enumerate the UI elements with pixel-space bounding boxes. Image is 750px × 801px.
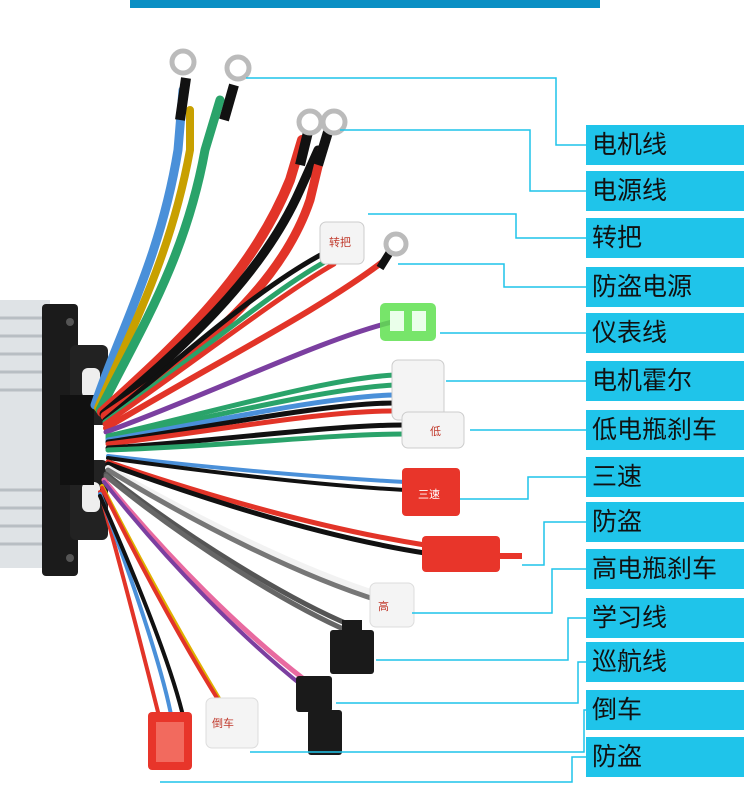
antitheft-bottom-connector [148, 712, 192, 770]
speed3-tag: 三速 [418, 488, 440, 501]
speed3-connector: 三速 [402, 468, 460, 516]
controller-end-cap [42, 304, 108, 576]
throttle-tag: 转把 [329, 235, 351, 249]
low-brake-connector: 低 [401, 411, 465, 449]
label-antitheft: 防盗 [586, 502, 744, 542]
high-brake-connector: 高 [369, 582, 415, 628]
label-motor-hall: 电机霍尔 [586, 361, 744, 401]
label-high-brake: 高电瓶刹车 [586, 549, 744, 589]
leader-lines [160, 77, 586, 783]
reverse-connector: 倒车 [205, 697, 259, 749]
low-brake-tag: 低 [430, 425, 441, 438]
throttle-connector: 转把 [319, 221, 365, 265]
label-power-wire: 电源线 [586, 171, 744, 211]
high-brake-tag: 高 [378, 599, 389, 613]
label-reverse: 倒车 [586, 690, 744, 730]
cruise-connector [296, 676, 342, 755]
label-cruise-wire: 巡航线 [586, 642, 744, 682]
meter-connector [380, 303, 436, 341]
wire-bundle [90, 85, 428, 722]
label-meter-wire: 仪表线 [586, 313, 744, 353]
controller-heatsink [0, 300, 50, 568]
label-antitheft-power: 防盗电源 [586, 267, 744, 307]
label-learning-wire: 学习线 [586, 598, 744, 638]
label-throttle: 转把 [586, 218, 744, 258]
reverse-tag: 倒车 [212, 716, 234, 730]
label-motor-wire: 电机线 [586, 125, 744, 165]
hall-connector [391, 359, 445, 421]
label-three-speed: 三速 [586, 457, 744, 497]
label-antitheft-bottom: 防盗 [586, 737, 744, 777]
top-banner-edge [130, 0, 600, 8]
antitheft-red-connector [422, 536, 522, 572]
label-low-brake: 低电瓶刹车 [586, 410, 744, 450]
ring-terminals [169, 48, 409, 271]
learning-connector [330, 620, 374, 674]
